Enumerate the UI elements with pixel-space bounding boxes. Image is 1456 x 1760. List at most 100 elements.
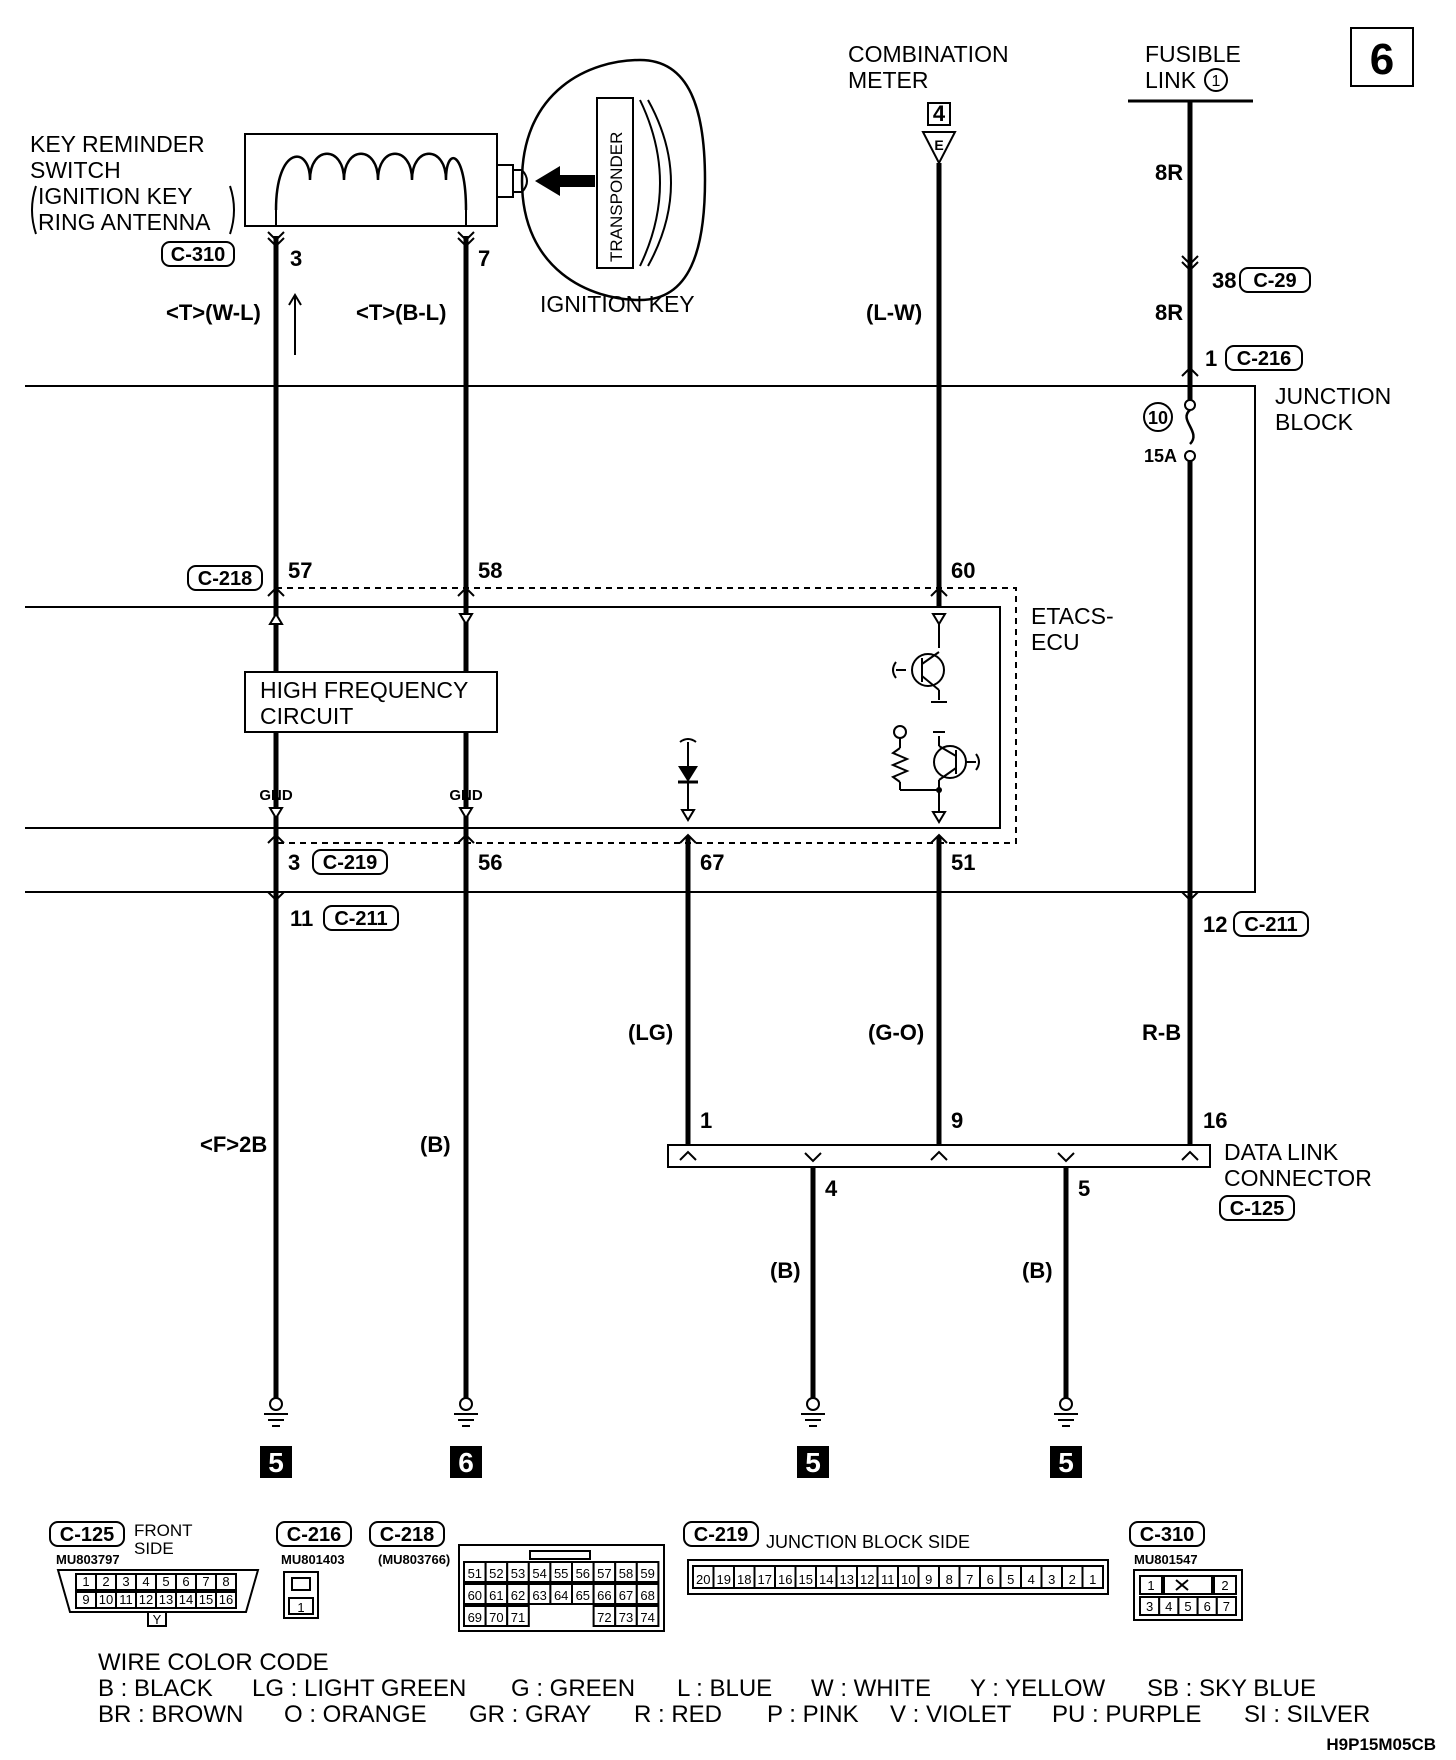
junction-block-label-2: BLOCK: [1275, 409, 1354, 435]
antenna-coil-icon: [274, 152, 468, 211]
c216-tag-label: C-216: [1237, 348, 1291, 370]
key-slot: [496, 164, 514, 198]
view-c219-pin-5: 5: [1007, 1572, 1014, 1587]
view-c125-part: MU803797: [56, 1552, 120, 1567]
dlc-chevron-1: [679, 1150, 697, 1161]
view-c310-part: MU801547: [1134, 1552, 1198, 1567]
transistor-1-collector: [921, 651, 940, 665]
legend-p: P : PINK: [767, 1701, 859, 1728]
wire-label-f-2b: <F>2B: [200, 1132, 267, 1157]
ground-icon-a: [264, 1397, 288, 1427]
current-arrow-icon: [288, 293, 302, 355]
wire-color-legend: WIRE COLOR CODE B : BLACK LG : LIGHT GRE…: [98, 1649, 1370, 1728]
view-c218-pin-66: 66: [597, 1588, 611, 1603]
view-c216-latch: [291, 1577, 311, 1591]
view-c218-pin-52: 52: [489, 1566, 503, 1581]
view-c310-blank-icon: [1175, 1579, 1189, 1591]
pin57-input-icon: [268, 612, 284, 625]
hf-circuit-label-1: HIGH FREQUENCY: [260, 677, 468, 703]
chevron-310-3b: [267, 237, 285, 248]
gnd-b-icon: [458, 807, 474, 820]
wire-label-8r-top: 8R: [1155, 160, 1183, 185]
pin51-output-icon: [931, 811, 947, 824]
chevron-219-67: [679, 833, 697, 844]
view-c218-pin-59: 59: [640, 1566, 654, 1581]
ground-icon-c: [801, 1397, 825, 1427]
ground-d-terminal: [1059, 1397, 1073, 1411]
view-c125-tag: [49, 1521, 125, 1547]
c310-tag: [161, 241, 235, 267]
page-number: 6: [1370, 35, 1394, 84]
chevron-310-7b: [457, 237, 475, 248]
c29-tag: [1239, 267, 1311, 293]
c310-tag-label: C-310: [171, 244, 225, 266]
c218-pin-60: 60: [951, 558, 975, 583]
view-c310-tag: [1129, 1521, 1205, 1547]
c216-tag: [1225, 345, 1303, 371]
view-c219-pin-20: 20: [696, 1572, 710, 1587]
chevron-211-11: [267, 891, 285, 902]
view-c310-pin-7-box: [1215, 1596, 1238, 1616]
etacs-ecu: ETACS- ECU C-218 57 58 60 HIGH FREQUENCY…: [25, 558, 1114, 844]
view-c310-pin-3: 3: [1146, 1599, 1153, 1614]
dlc-chevron-9: [930, 1150, 948, 1161]
pin67-output-icon: [680, 809, 696, 822]
view-c310-blank-box: [1163, 1575, 1213, 1595]
fusible-link-label-2: LINK: [1145, 67, 1197, 93]
c125-tag-label: C-125: [1230, 1198, 1284, 1220]
junction-block-label-1: JUNCTION: [1275, 383, 1391, 409]
view-c218-pin-56: 56: [576, 1566, 590, 1581]
combination-meter-terminal: E: [934, 137, 943, 153]
fuse-rating: 15A: [1144, 446, 1177, 466]
view-c219-pin-18: 18: [737, 1572, 751, 1587]
ground-tag-a-box: [260, 1446, 292, 1478]
fuse-terminal-bottom: [1184, 450, 1196, 462]
view-c125-pin-11: 11: [119, 1592, 133, 1607]
dlc-pin-9: 9: [951, 1108, 963, 1133]
view-c219-pin-17: 17: [758, 1572, 772, 1587]
chevron-219-56: [457, 833, 475, 844]
view-c219-pin-19: 19: [717, 1572, 731, 1587]
view-c125-pin-12: 12: [139, 1592, 153, 1607]
view-c218-pin-61: 61: [489, 1588, 503, 1603]
view-c125-id: C-125: [60, 1524, 114, 1546]
view-c125-pin-9: 9: [82, 1592, 89, 1607]
view-c218-pin-67: 67: [619, 1588, 633, 1603]
view-c125-pin-2: 2: [102, 1574, 109, 1589]
legend-lg: LG : LIGHT GREEN: [252, 1675, 466, 1702]
junction-block: JUNCTION BLOCK 38 C-29 1 C-216 10 15A: [25, 267, 1391, 893]
wire-label-g-o: (G-O): [868, 1020, 924, 1045]
dlc-pin-16: 16: [1203, 1108, 1227, 1133]
view-c218-pin-65: 65: [576, 1588, 590, 1603]
view-c219-pin-2: 2: [1069, 1572, 1076, 1587]
c219-tag: [312, 849, 388, 875]
view-c125-pin-10: 10: [99, 1592, 113, 1607]
wire-label-8r-mid: 8R: [1155, 300, 1183, 325]
view-c218-pin-72: 72: [597, 1610, 611, 1625]
view-c218-pin-59-box: [635, 1561, 660, 1583]
view-c218-pin-71: 71: [511, 1610, 525, 1625]
dlc-pin-5: 5: [1078, 1176, 1090, 1201]
view-c125-key-box: [147, 1611, 167, 1627]
view-c125-pin-6: 6: [182, 1574, 189, 1589]
wire-label-b-56: (B): [420, 1132, 451, 1157]
view-c218-pin-58: 58: [619, 1566, 633, 1581]
view-c218-pin-60: 60: [468, 1588, 482, 1603]
resistor-icon: [890, 747, 910, 783]
view-c310-pin-2: 2: [1221, 1578, 1228, 1593]
c211-pin-11: 11: [290, 906, 313, 931]
view-c310-pin-7: 7: [1223, 1599, 1230, 1614]
view-c310-id: C-310: [1140, 1524, 1194, 1546]
key-insert-arrow-icon: [535, 166, 595, 196]
view-c218-pin-73: 73: [619, 1610, 633, 1625]
fuse-terminal-top: [1184, 399, 1196, 411]
page-number-box: [1350, 27, 1414, 87]
key-tab-icon: [513, 169, 528, 193]
hf-circuit-label-2: CIRCUIT: [260, 703, 353, 729]
ground-tag-d: 5: [1058, 1447, 1074, 1478]
dlc-chevron-4: [804, 1152, 822, 1163]
chevron-c29-38: [1181, 255, 1199, 266]
key-reminder-paren-right: [229, 185, 235, 235]
